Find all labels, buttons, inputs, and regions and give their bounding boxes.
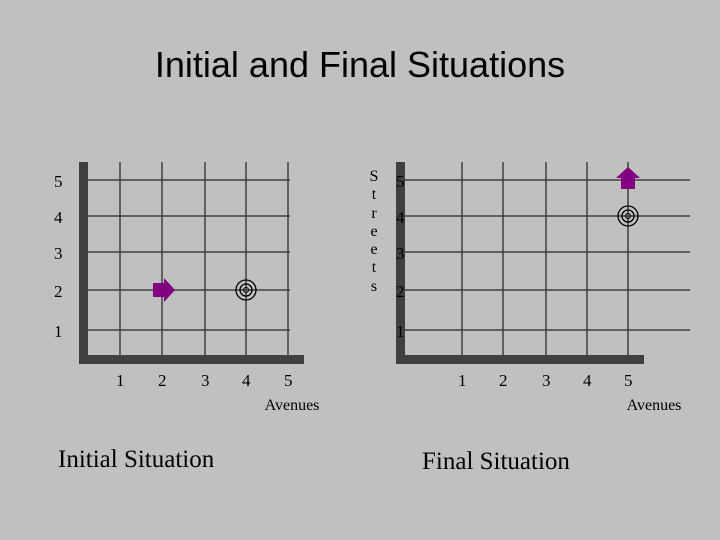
street-number: 1 [54,322,63,341]
slide-title: Initial and Final Situations [154,44,566,85]
south-wall [396,355,644,364]
beeper-icon [617,205,639,227]
streets-label-letter: S [369,168,379,185]
avenue-number: 5 [624,371,633,390]
final-situation-caption: Final Situation [422,448,570,475]
avenue-number: 2 [158,371,167,390]
streets-label-letter: t [371,186,377,204]
avenue-number: 1 [116,371,125,390]
avenue-number: 3 [542,371,551,390]
streets-label-letter: e [370,241,378,259]
street-number: 2 [396,282,405,301]
avenues-axis-label: Avenues [265,397,320,414]
avenue-number: 2 [499,371,508,390]
west-wall [396,162,405,363]
robot-arrow-icon [153,278,175,302]
avenue-number: 4 [583,371,592,390]
streets-label-letter: e [370,222,378,240]
street-number: 1 [396,322,405,341]
initial-situation-caption: Initial Situation [58,446,215,473]
street-number: 3 [54,244,63,263]
robot-arrow-icon [616,167,640,189]
street-number: 4 [396,208,405,227]
west-wall [79,162,88,363]
street-number: 5 [54,172,63,191]
street-number: 4 [54,208,63,227]
south-wall [79,355,304,364]
avenue-number: 1 [458,371,467,390]
streets-label-letter: t [371,259,377,277]
avenue-number: 5 [284,371,293,390]
avenues-axis-label: Avenues [627,397,682,414]
streets-label-letter: r [371,204,377,222]
avenue-number: 4 [242,371,251,390]
streets-label-letter: s [370,277,378,295]
avenue-number: 3 [201,371,210,390]
street-number: 5 [396,172,405,191]
street-number: 2 [54,282,63,301]
beeper-icon [235,279,257,301]
street-number: 3 [396,244,405,263]
